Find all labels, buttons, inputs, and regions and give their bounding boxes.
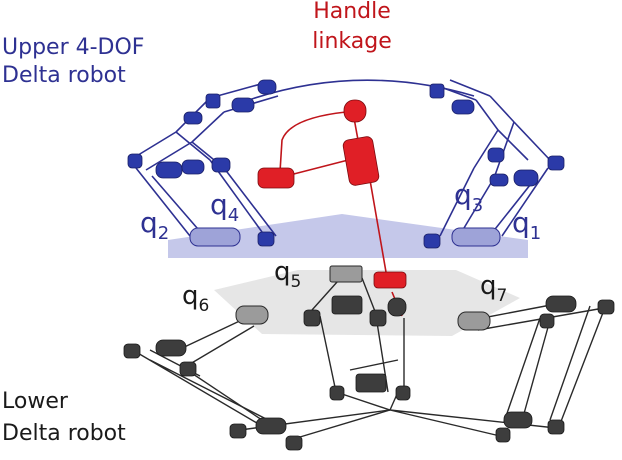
lower-actuators [235, 265, 491, 331]
handle-grip [342, 136, 380, 186]
lower-joints [123, 295, 615, 451]
joint-label-q6: q6 [182, 281, 209, 316]
upper-robot-label-line1: Upper 4-DOF [2, 35, 144, 60]
joint-label-q2: q2 [140, 206, 169, 244]
lower-robot-label-line1: Lower [2, 389, 69, 414]
lower-robot-label-line2: Delta robot [2, 421, 126, 446]
joint-label-q5: q5 [274, 257, 301, 292]
upper-robot-label-line2: Delta robot [2, 63, 126, 88]
handle-side-joint [257, 167, 295, 189]
upper-actuators [189, 227, 501, 247]
joint-label-q4: q4 [210, 188, 239, 226]
handle-linkage [257, 99, 407, 317]
q7-actuator [457, 311, 491, 331]
handle-label-line1: Handle [313, 0, 391, 24]
joint-label-q1: q1 [512, 206, 541, 244]
upper-joints [127, 79, 565, 249]
handle-base-joint [373, 271, 407, 289]
handle-label-line2: linkage [312, 29, 392, 54]
q6-actuator [235, 305, 269, 325]
handle-top-joint [343, 99, 367, 123]
joint-label-q3: q3 [454, 178, 483, 216]
joint-label-q7: q7 [480, 271, 507, 306]
q5-actuator [329, 265, 363, 283]
lower-platform [214, 270, 520, 336]
